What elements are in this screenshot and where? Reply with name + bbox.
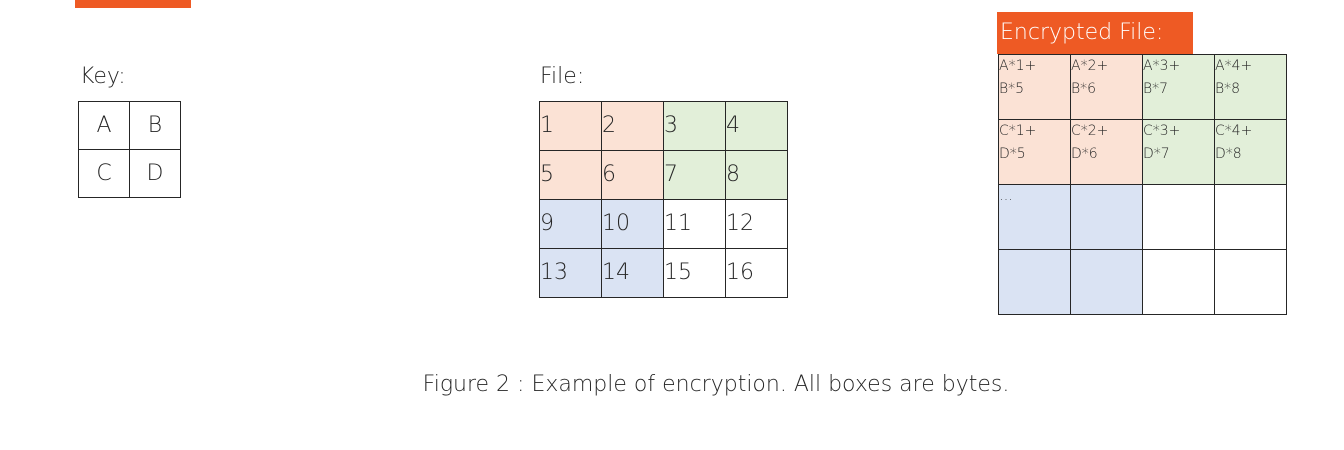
key-cell: C <box>78 149 130 198</box>
file-cell: 2 <box>601 101 664 151</box>
encrypted-cell: A*4+B*8 <box>1214 54 1287 120</box>
file-cell: 1 <box>539 101 602 151</box>
encrypted-cell: A*3+B*7 <box>1142 54 1215 120</box>
encrypted-cell: A*2+B*6 <box>1070 54 1143 120</box>
encrypted-cell <box>1214 249 1287 315</box>
file-cell: 16 <box>725 248 788 298</box>
encrypted-cell <box>1142 249 1215 315</box>
file-cell: 10 <box>601 199 664 249</box>
encrypted-cell <box>1070 184 1143 250</box>
key-label: Key: <box>80 64 126 89</box>
file-grid: 1 2 3 4 5 6 7 8 9 10 11 12 13 14 15 16 <box>539 101 788 298</box>
key-grid: A B C D <box>78 101 181 198</box>
encrypted-cell: A*1+B*5 <box>998 54 1071 120</box>
file-cell: 6 <box>601 150 664 200</box>
accent-bar <box>75 0 191 8</box>
file-label: File: <box>540 64 585 89</box>
encrypted-cell <box>1142 184 1215 250</box>
file-cell: 9 <box>539 199 602 249</box>
file-cell: 12 <box>725 199 788 249</box>
encrypted-cell: C*3+D*7 <box>1142 119 1215 185</box>
encrypted-file-label: Encrypted File: <box>997 12 1193 54</box>
figure-caption-text: Figure 2 : Example of encryption. All bo… <box>422 372 1010 397</box>
encrypted-cell <box>1214 184 1287 250</box>
encrypted-cell: … <box>998 184 1071 250</box>
figure-caption: Figure 2 : Example of encryption. All bo… <box>0 372 1344 397</box>
file-cell: 3 <box>663 101 726 151</box>
key-cell: B <box>129 101 181 150</box>
key-cell: D <box>129 149 181 198</box>
encrypted-cell <box>1070 249 1143 315</box>
encrypted-cell <box>998 249 1071 315</box>
key-cell: A <box>78 101 130 150</box>
file-cell: 13 <box>539 248 602 298</box>
file-cell: 15 <box>663 248 726 298</box>
encrypted-cell: C*2+D*6 <box>1070 119 1143 185</box>
encrypted-file-grid: A*1+B*5 A*2+B*6 A*3+B*7 A*4+B*8 C*1+D*5 … <box>998 54 1287 315</box>
encrypted-cell: C*4+D*8 <box>1214 119 1287 185</box>
file-cell: 5 <box>539 150 602 200</box>
file-cell: 8 <box>725 150 788 200</box>
file-cell: 7 <box>663 150 726 200</box>
file-cell: 4 <box>725 101 788 151</box>
encrypted-cell: C*1+D*5 <box>998 119 1071 185</box>
file-cell: 14 <box>601 248 664 298</box>
file-cell: 11 <box>663 199 726 249</box>
